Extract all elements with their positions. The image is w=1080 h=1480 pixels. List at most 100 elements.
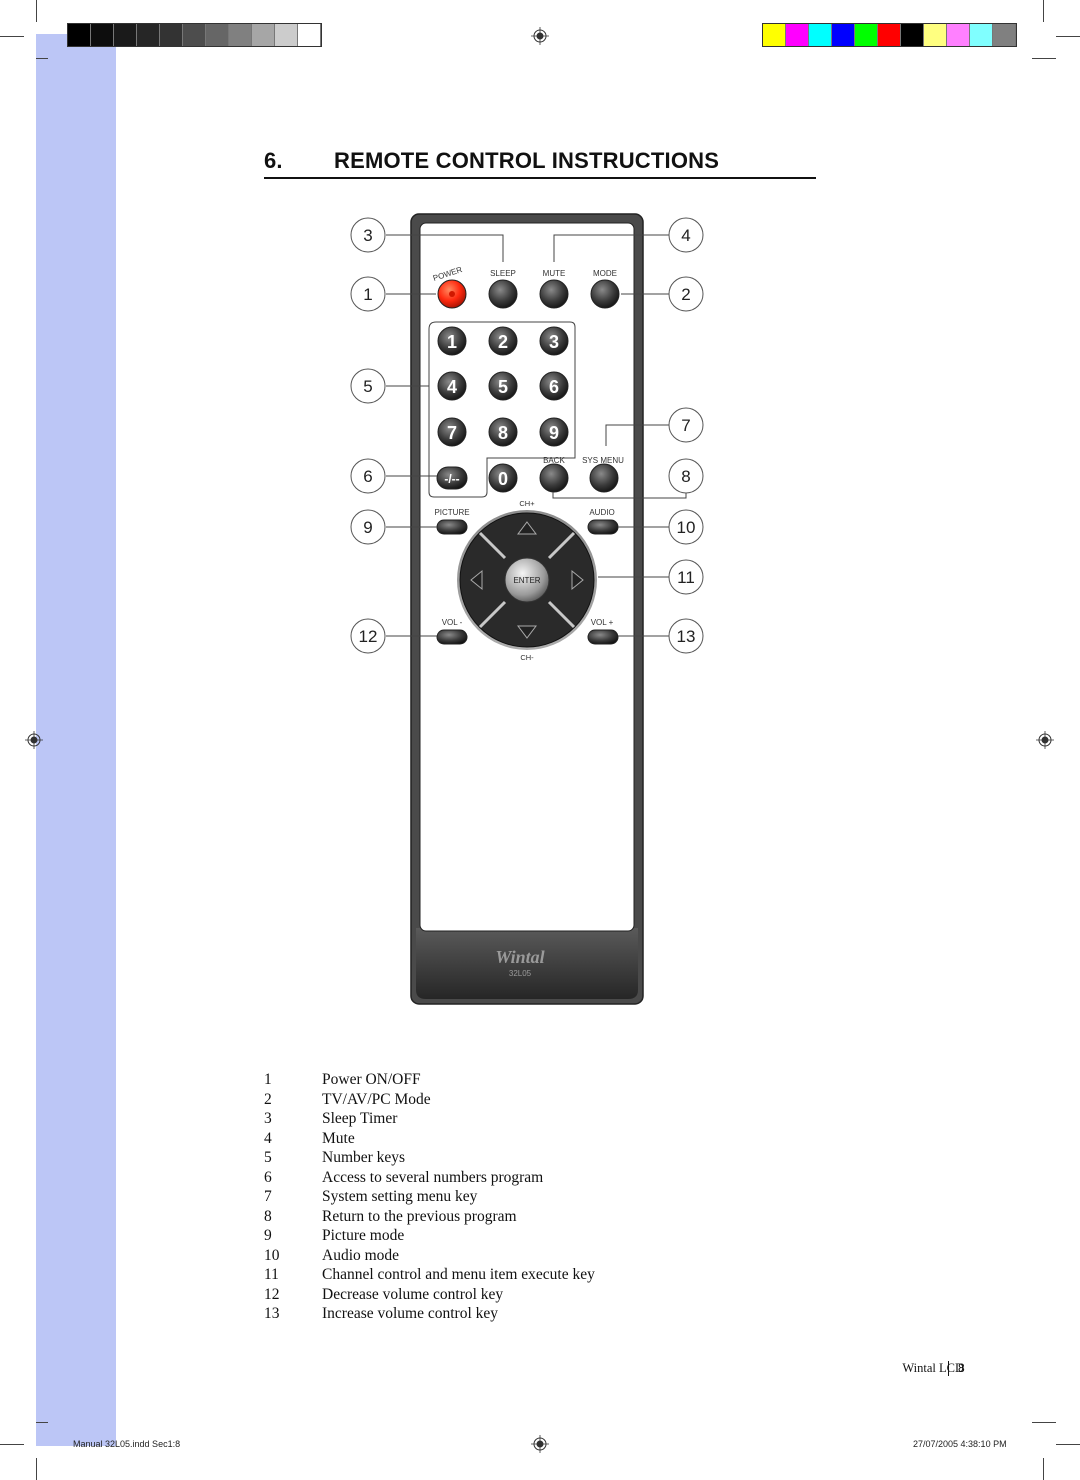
callout-number: 3 bbox=[363, 226, 372, 245]
legend-number: 2 bbox=[264, 1090, 272, 1108]
vol-plus-button[interactable] bbox=[587, 629, 619, 645]
sleep-button[interactable] bbox=[488, 279, 518, 309]
callout-number: 7 bbox=[681, 416, 690, 435]
remote-brand: Wintal bbox=[495, 947, 544, 967]
ch-down-arrow-icon[interactable] bbox=[517, 625, 537, 639]
zero-button[interactable] bbox=[488, 463, 518, 493]
legend-number: 1 bbox=[264, 1071, 272, 1088]
callout-number: 11 bbox=[677, 568, 695, 587]
number-label: 6 bbox=[549, 377, 559, 397]
registration-mark-icon bbox=[25, 731, 43, 749]
color-swatch bbox=[252, 24, 275, 46]
number-button-6[interactable] bbox=[539, 371, 569, 401]
callout-number: 2 bbox=[681, 285, 690, 304]
number-button-3[interactable] bbox=[539, 326, 569, 356]
sleep-label: SLEEP bbox=[490, 269, 516, 278]
mode-button[interactable] bbox=[590, 279, 620, 309]
color-swatch bbox=[160, 24, 183, 46]
number-label: 3 bbox=[549, 332, 559, 352]
mute-button[interactable] bbox=[539, 279, 569, 309]
callout-number: 13 bbox=[677, 627, 696, 646]
back-button[interactable] bbox=[539, 463, 569, 493]
callout-circle bbox=[668, 458, 704, 494]
crop-mark bbox=[36, 58, 48, 59]
number-button-5[interactable] bbox=[488, 371, 518, 401]
ch-plus-label: CH+ bbox=[519, 499, 535, 508]
footer-divider bbox=[948, 1361, 949, 1376]
crop-mark bbox=[0, 1444, 24, 1445]
legend-text: Sleep Timer bbox=[322, 1110, 398, 1127]
crop-mark bbox=[1032, 58, 1056, 59]
crop-mark bbox=[0, 36, 24, 37]
legend-text: System setting menu key bbox=[322, 1188, 478, 1205]
color-swatch bbox=[183, 24, 206, 46]
ch-minus-label: CH- bbox=[520, 653, 534, 662]
color-swatch bbox=[993, 24, 1016, 46]
vol-right-arrow-icon[interactable] bbox=[571, 569, 584, 591]
vol-left-arrow-icon[interactable] bbox=[470, 569, 483, 591]
color-swatch bbox=[947, 24, 970, 46]
callout-number: 12 bbox=[359, 627, 378, 646]
picture-label: PICTURE bbox=[434, 508, 469, 517]
legend-text: Channel control and menu item execute ke… bbox=[322, 1266, 595, 1283]
vol-minus-button[interactable] bbox=[436, 629, 468, 645]
picture-button[interactable] bbox=[436, 519, 468, 535]
callout-circle bbox=[668, 407, 704, 443]
color-swatch bbox=[809, 24, 832, 46]
number-label: 5 bbox=[498, 377, 508, 397]
callout-circle bbox=[350, 458, 386, 494]
legend-text: Power ON/OFF bbox=[322, 1071, 421, 1088]
sys-menu-button[interactable] bbox=[589, 463, 619, 493]
callout-number: 4 bbox=[681, 226, 690, 245]
callout-number: 9 bbox=[363, 518, 372, 537]
remote-model: 32L05 bbox=[509, 969, 532, 978]
registration-mark-icon bbox=[531, 1435, 549, 1453]
callout-circle bbox=[350, 509, 386, 545]
legend-text: Number keys bbox=[322, 1149, 406, 1166]
callout-circle bbox=[350, 217, 386, 253]
callout-circle bbox=[350, 618, 386, 654]
number-button-1[interactable] bbox=[437, 326, 467, 356]
crop-mark bbox=[1043, 1458, 1044, 1480]
number-button-4[interactable] bbox=[437, 371, 467, 401]
legend-text: Audio mode bbox=[322, 1246, 400, 1264]
legend-text: Decrease volume control key bbox=[322, 1285, 504, 1303]
number-label: 7 bbox=[447, 423, 457, 443]
legend-text: Picture mode bbox=[322, 1227, 405, 1244]
ch-up-arrow-icon[interactable] bbox=[517, 521, 537, 535]
crop-mark bbox=[1056, 1444, 1080, 1445]
crop-mark bbox=[36, 1422, 48, 1423]
enter-button[interactable] bbox=[504, 557, 550, 603]
section-number: 6. bbox=[264, 148, 283, 173]
number-button-9[interactable] bbox=[539, 417, 569, 447]
legend-item: 8 Return to the previous program bbox=[264, 1207, 684, 1227]
slug-timestamp: 27/07/2005 4:38:10 PM bbox=[913, 1439, 1007, 1449]
number-label: 8 bbox=[498, 423, 508, 443]
grayscale-bar bbox=[67, 23, 322, 47]
callout-number: 10 bbox=[677, 518, 696, 537]
legend-text: Return to the previous program bbox=[322, 1207, 517, 1225]
legend-text: TV/AV/PC Mode bbox=[322, 1090, 431, 1108]
callout-circle bbox=[668, 217, 704, 253]
back-label: BACK bbox=[543, 456, 565, 465]
audio-button[interactable] bbox=[587, 519, 619, 535]
color-swatch bbox=[763, 24, 786, 46]
number-label: 2 bbox=[498, 332, 508, 352]
section-title: REMOTE CONTROL INSTRUCTIONS bbox=[334, 148, 720, 173]
dash-button[interactable] bbox=[436, 466, 468, 490]
legend-text: Increase volume control key bbox=[322, 1305, 499, 1322]
callout-number: 1 bbox=[363, 285, 372, 304]
number-button-2[interactable] bbox=[488, 326, 518, 356]
legend-number: 8 bbox=[264, 1207, 272, 1225]
section-heading: 6. REMOTE CONTROL INSTRUCTIONS bbox=[264, 148, 816, 179]
number-button-8[interactable] bbox=[488, 417, 518, 447]
dash-label: -/-- bbox=[444, 472, 459, 486]
crop-mark bbox=[1056, 36, 1080, 37]
number-button-7[interactable] bbox=[437, 417, 467, 447]
